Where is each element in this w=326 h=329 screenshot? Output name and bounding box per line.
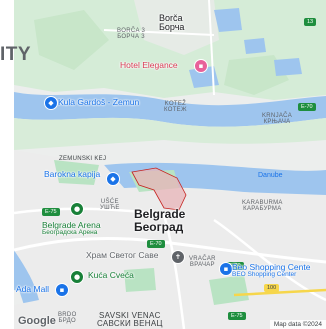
label-kotez-latin: KOTEŽ (164, 101, 187, 107)
map-viewport[interactable]: 13 E-70 E-75 E-70 E-70 100 E-75 Borča Бо… (14, 0, 326, 329)
label-brdo-cyr: БРДО (58, 318, 76, 324)
label-krnjaca: KRNJAČA КРЊАЧА (262, 113, 292, 125)
label-borca3-latin: BORČA 3 (117, 28, 146, 34)
label-belgrade-latin: Belgrade (134, 207, 186, 221)
map-attribution[interactable]: Map data ©2024 (269, 320, 326, 329)
park-north-east (224, 55, 289, 95)
label-borca: Borča Борча (159, 13, 185, 33)
label-borca-cyr: Борча (159, 22, 185, 33)
label-usce-cyr: УШЋЕ (100, 205, 120, 211)
label-danube: Danube (258, 172, 283, 179)
label-zemunski-kej: ZEMUNSKI KEJ (59, 156, 107, 162)
lake-3 (274, 58, 302, 76)
label-kotez-cyr: КОТЕЖ (164, 107, 187, 113)
map-canvas[interactable] (14, 0, 326, 329)
label-kotez: KOTEŽ КОТЕЖ (164, 101, 187, 113)
label-hotel-elegance[interactable]: Hotel Elegance (120, 60, 178, 70)
label-borca3: BORČA 3 БОРЧА 3 (117, 28, 145, 40)
label-karaburma: KARABURMA КАРАБУРМА (242, 200, 283, 212)
label-borca3-cyr: БОРЧА 3 (117, 34, 145, 40)
shopping-pin-icon[interactable]: ▪ (219, 262, 233, 276)
road-badge-e75: E-75 (42, 208, 60, 217)
north-bank-green (14, 117, 326, 150)
label-kuca-cveca[interactable]: Kuća Cveća (88, 270, 134, 280)
hotel-pin-icon[interactable]: ▪ (194, 59, 208, 73)
label-karaburma-latin: KARABURMA (242, 200, 283, 206)
label-vracar-cyr: ВРАЧАР (189, 262, 215, 268)
road-east (213, 218, 326, 302)
lake-1 (214, 8, 242, 32)
label-krnjaca-cyr: КРЊАЧА (263, 119, 291, 125)
ada-mall-pin-icon[interactable]: ▪ (55, 283, 69, 297)
road-badge-100: 100 (264, 284, 280, 293)
label-arena-cyr: Београдска Арена (42, 228, 98, 236)
label-ada-mall[interactable]: Ada Mall (16, 284, 50, 294)
park-south-center (124, 268, 156, 292)
label-beo-cyr: BEO Shopping Center (232, 270, 297, 278)
road-west (14, 207, 175, 217)
label-brdo: BRDO БРДО (58, 312, 77, 324)
label-karaburma-cyr: КАРАБУРМА (243, 206, 282, 212)
usce-park (54, 160, 99, 185)
road-badge-e70-east: E-70 (226, 262, 244, 271)
park-north-west (34, 10, 109, 70)
road-badge-13: 13 (304, 18, 317, 27)
park-south-east (209, 275, 249, 305)
label-beo-latin: Beo Shopping Cente (232, 262, 311, 272)
label-beo-shopping[interactable]: Beo Shopping Cente BEO Shopping Center (232, 263, 310, 278)
label-savski-latin: SAVSKI VENAC (99, 311, 161, 320)
road-south (162, 214, 186, 329)
road-borca (208, 0, 215, 96)
borca-urban (134, 0, 219, 55)
label-vracar: VRAČAR ВРАЧАР (189, 256, 216, 268)
label-kula-gardos[interactable]: Kula Gardoš - Zemun (58, 97, 140, 107)
label-hram-svetog-save[interactable]: Храм Светог Саве (86, 250, 159, 260)
label-savski-cyr: САВСКИ ВЕНАЦ (97, 319, 163, 328)
church-pin-icon[interactable]: ✝ (171, 250, 185, 264)
arena-pin-icon[interactable]: ● (70, 202, 84, 216)
label-barokna-kapija[interactable]: Barokna kapija (44, 169, 101, 179)
road-100 (233, 288, 326, 297)
lake-2 (244, 38, 266, 54)
highlighted-district[interactable] (131, 167, 187, 211)
label-usce-latin: UŠĆE (100, 199, 119, 205)
road-badge-e70-center: E-70 (147, 240, 165, 249)
label-borca-latin: Borča (159, 13, 183, 23)
label-brdo-latin: BRDO (58, 312, 77, 318)
google-logo: Google (18, 315, 56, 327)
danube-upper (14, 92, 326, 127)
label-arena-latin: Belgrade Arena (42, 220, 101, 230)
label-usce: UŠĆE УШЋЕ (100, 199, 120, 211)
barokna-pin-icon[interactable]: ◆ (106, 172, 120, 186)
landmark-pin-icon[interactable]: ◆ (44, 96, 58, 110)
page-side-text: ITY (0, 44, 32, 65)
road-e70 (14, 236, 326, 264)
label-belgrade-cyr: Београд (134, 219, 184, 234)
label-vracar-latin: VRAČAR (189, 256, 216, 262)
road-badge-e75-south: E-75 (228, 312, 246, 321)
label-belgrade-arena[interactable]: Belgrade Arena Београдска Арена (42, 221, 101, 236)
kuca-cveca-pin-icon[interactable]: ● (70, 270, 84, 284)
label-belgrade[interactable]: Belgrade Београд (134, 208, 185, 233)
road-north (103, 29, 215, 36)
road-badge-e70-north: E-70 (298, 103, 316, 112)
label-krnjaca-latin: KRNJAČA (262, 113, 293, 119)
label-savski-venac: SAVSKI VENAC САВСКИ ВЕНАЦ (97, 312, 163, 328)
